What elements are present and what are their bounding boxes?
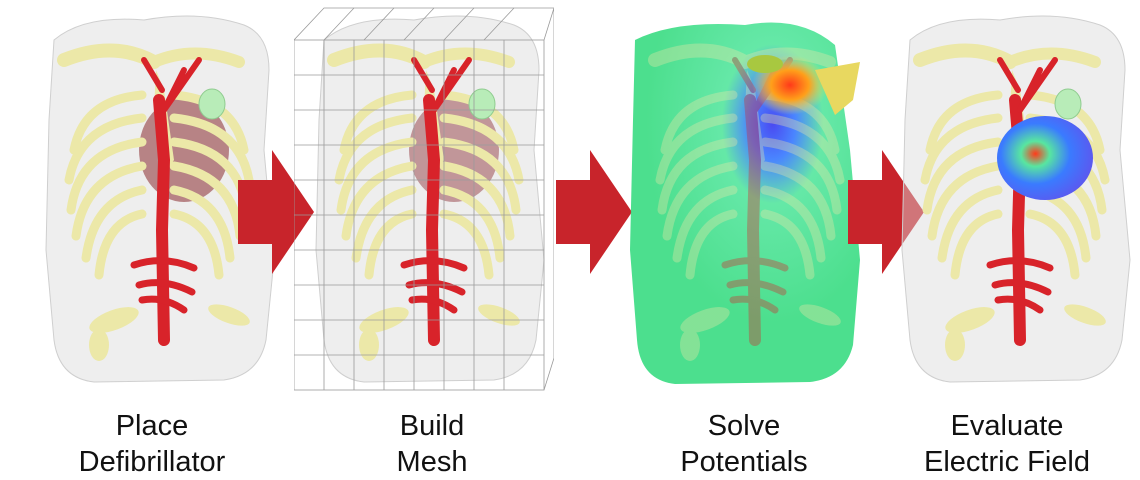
step-label-evaluate-electric-field: Evaluate Electric Field [877, 408, 1137, 480]
stage-solve-potentials [615, 0, 875, 400]
step-label-line2: Potentials [614, 444, 874, 480]
step-label-place-defibrillator: Place Defibrillator [22, 408, 282, 480]
stage-build-mesh [294, 0, 554, 400]
step-label-line1: Build [302, 408, 562, 444]
mesh-illustration [294, 0, 554, 400]
step-label-solve-potentials: Solve Potentials [614, 408, 874, 480]
step-label-line2: Mesh [302, 444, 562, 480]
defibrillator-device [199, 89, 225, 119]
step-label-build-mesh: Build Mesh [302, 408, 562, 480]
heart-field-map [997, 116, 1093, 200]
stage-evaluate-electric-field [880, 0, 1140, 400]
step-label-line2: Electric Field [877, 444, 1137, 480]
electric-field-illustration [880, 0, 1140, 400]
step-label-line1: Solve [614, 408, 874, 444]
step-label-line1: Place [22, 408, 282, 444]
step-label-line1: Evaluate [877, 408, 1137, 444]
step-label-line2: Defibrillator [22, 444, 282, 480]
potential-field-illustration [615, 0, 875, 400]
